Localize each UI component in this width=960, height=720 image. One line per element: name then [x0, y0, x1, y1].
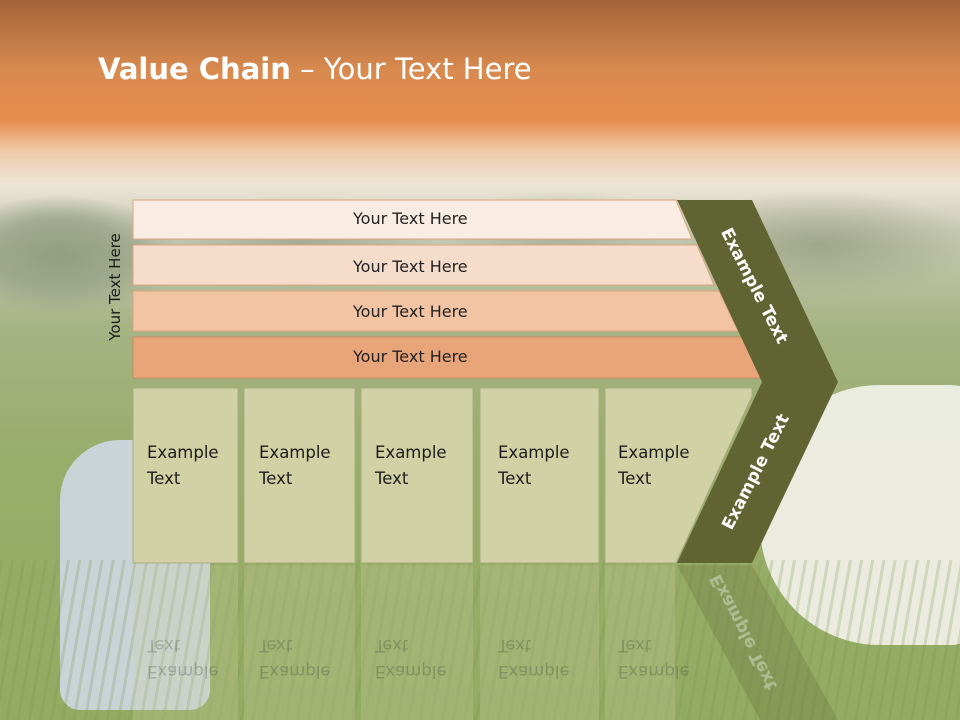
row-label-4: Your Text Here: [353, 347, 468, 366]
cell-reflection-label-5-line2: Text: [618, 636, 652, 655]
cell-reflection-4: [480, 565, 599, 720]
cell-label-3-line1: Example: [375, 443, 447, 462]
title-bold: Value Chain: [98, 52, 291, 86]
cell-label-3-line2: Text: [375, 469, 409, 488]
row-bar-3: [132, 290, 739, 332]
chevron-arrow: [677, 200, 838, 563]
cell-reflection-2: [244, 565, 355, 720]
cell-reflection-label-4-line1: Example: [498, 662, 570, 681]
cell-box-3: [360, 387, 474, 564]
cell-label-4-line1: Example: [498, 443, 570, 462]
cell-reflection-label-2-line1: Example: [259, 662, 331, 681]
cell-reflection-label-4: Example Text: [498, 632, 598, 684]
cell-label-4-line2: Text: [498, 469, 532, 488]
cell-label-1-line1: Example: [147, 443, 219, 462]
cell-reflection-label-2: Example Text: [259, 632, 359, 684]
cell-reflection-5: [605, 565, 675, 720]
row-label-2: Your Text Here: [353, 257, 468, 276]
chevron-reflection: [677, 565, 838, 720]
cell-box-2: [243, 387, 356, 564]
cell-label-2-line2: Text: [259, 469, 293, 488]
cell-reflection-label-3-line1: Example: [375, 662, 447, 681]
slide-title: Value Chain – Your Text Here: [98, 52, 532, 86]
row-bar-2: [132, 244, 715, 286]
cell-reflection-label-5: Example Text: [618, 632, 718, 684]
cell-reflection-label-4-line2: Text: [498, 636, 532, 655]
row-label-3: Your Text Here: [353, 302, 468, 321]
cell-reflection-label-3: Example Text: [375, 632, 475, 684]
cell-reflection-label-1-line2: Text: [147, 636, 181, 655]
cell-label-5-line2: Text: [618, 469, 652, 488]
cell-reflection-3: [361, 565, 473, 720]
cell-reflection-label-5-line1: Example: [618, 662, 690, 681]
cell-label-5-line1: Example: [618, 443, 690, 462]
cell-reflection-label-2-line2: Text: [259, 636, 293, 655]
cell-reflection-1: [133, 565, 238, 720]
cell-box-1: [132, 387, 239, 564]
cell-label-2-line1: Example: [259, 443, 331, 462]
cell-box-5: [604, 387, 753, 564]
cell-label-1-line2: Text: [147, 469, 181, 488]
cell-box-4: [479, 387, 600, 564]
cell-reflection-label-3-line2: Text: [375, 636, 409, 655]
reflection-group: [133, 565, 838, 720]
background-grass: [0, 560, 960, 720]
row-label-1: Your Text Here: [353, 209, 468, 228]
row-bar-1: [132, 199, 693, 240]
cell-reflection-label-1: Example Text: [147, 632, 247, 684]
title-rest: – Your Text Here: [290, 52, 532, 86]
cell-reflection-label-1-line1: Example: [147, 662, 219, 681]
